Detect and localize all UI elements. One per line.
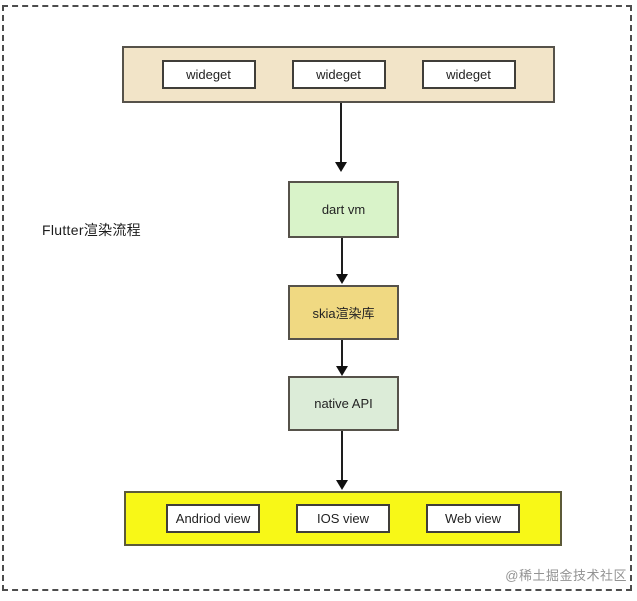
arrowhead-icon (336, 366, 348, 376)
widget-node: wideget (291, 60, 386, 89)
platform-node-web: Web view (426, 504, 520, 533)
widget-node: wideget (421, 60, 516, 89)
arrow-nativeapi-to-platforms (336, 431, 348, 490)
node-skia: skia渲染库 (288, 285, 399, 340)
platform-node-android: Andriod view (166, 504, 260, 533)
arrow-line (341, 431, 343, 482)
node-native-api: native API (288, 376, 399, 431)
widgets-bar: wideget wideget wideget (122, 46, 555, 103)
arrow-dartvm-to-skia (336, 238, 348, 284)
platform-node-ios: IOS view (296, 504, 390, 533)
arrowhead-icon (336, 274, 348, 284)
arrowhead-icon (336, 480, 348, 490)
arrow-line (341, 238, 343, 276)
platform-bar: Andriod view IOS view Web view (124, 491, 562, 546)
arrowhead-icon (335, 162, 347, 172)
widget-node: wideget (161, 60, 256, 89)
arrow-skia-to-nativeapi (336, 340, 348, 376)
arrow-line (341, 340, 343, 368)
node-dart-vm: dart vm (288, 181, 399, 238)
dashed-border (2, 5, 632, 591)
arrow-line (340, 103, 342, 164)
diagram-title: Flutter渲染流程 (42, 222, 141, 238)
watermark: @稀土掘金技术社区 (505, 568, 627, 583)
arrow-widgets-to-dartvm (335, 103, 347, 172)
